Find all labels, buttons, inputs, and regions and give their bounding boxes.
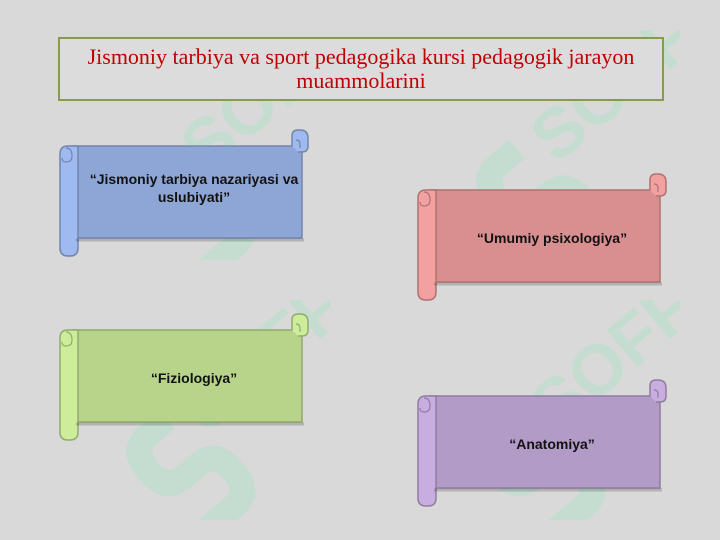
scroll-label: “Anatomiya” [509, 436, 595, 452]
scroll-card-physiology: “Fiziologiya” [56, 312, 312, 444]
slide-title: Jismoniy tarbiya va sport pedagogika kur… [87, 44, 635, 93]
scroll-card-psychology: “Umumiy psixologiya” [414, 172, 670, 304]
scroll-label: “Umumiy psixologiya” [476, 230, 628, 246]
scroll-shape [417, 379, 667, 507]
scroll-shape [59, 313, 309, 441]
scroll-card-anatomy: “Anatomiya” [414, 378, 670, 510]
scroll-shape [59, 129, 309, 257]
scroll-shape [417, 173, 667, 301]
scroll-label: “Jismoniy tarbiya nazariyasi va uslubiya… [89, 171, 299, 205]
scroll-card-theory: “Jismoniy tarbiya nazariyasi va uslubiya… [56, 128, 312, 260]
scroll-label: “Fiziologiya” [150, 370, 238, 386]
slide-title-box: Jismoniy tarbiya va sport pedagogika kur… [58, 37, 664, 101]
